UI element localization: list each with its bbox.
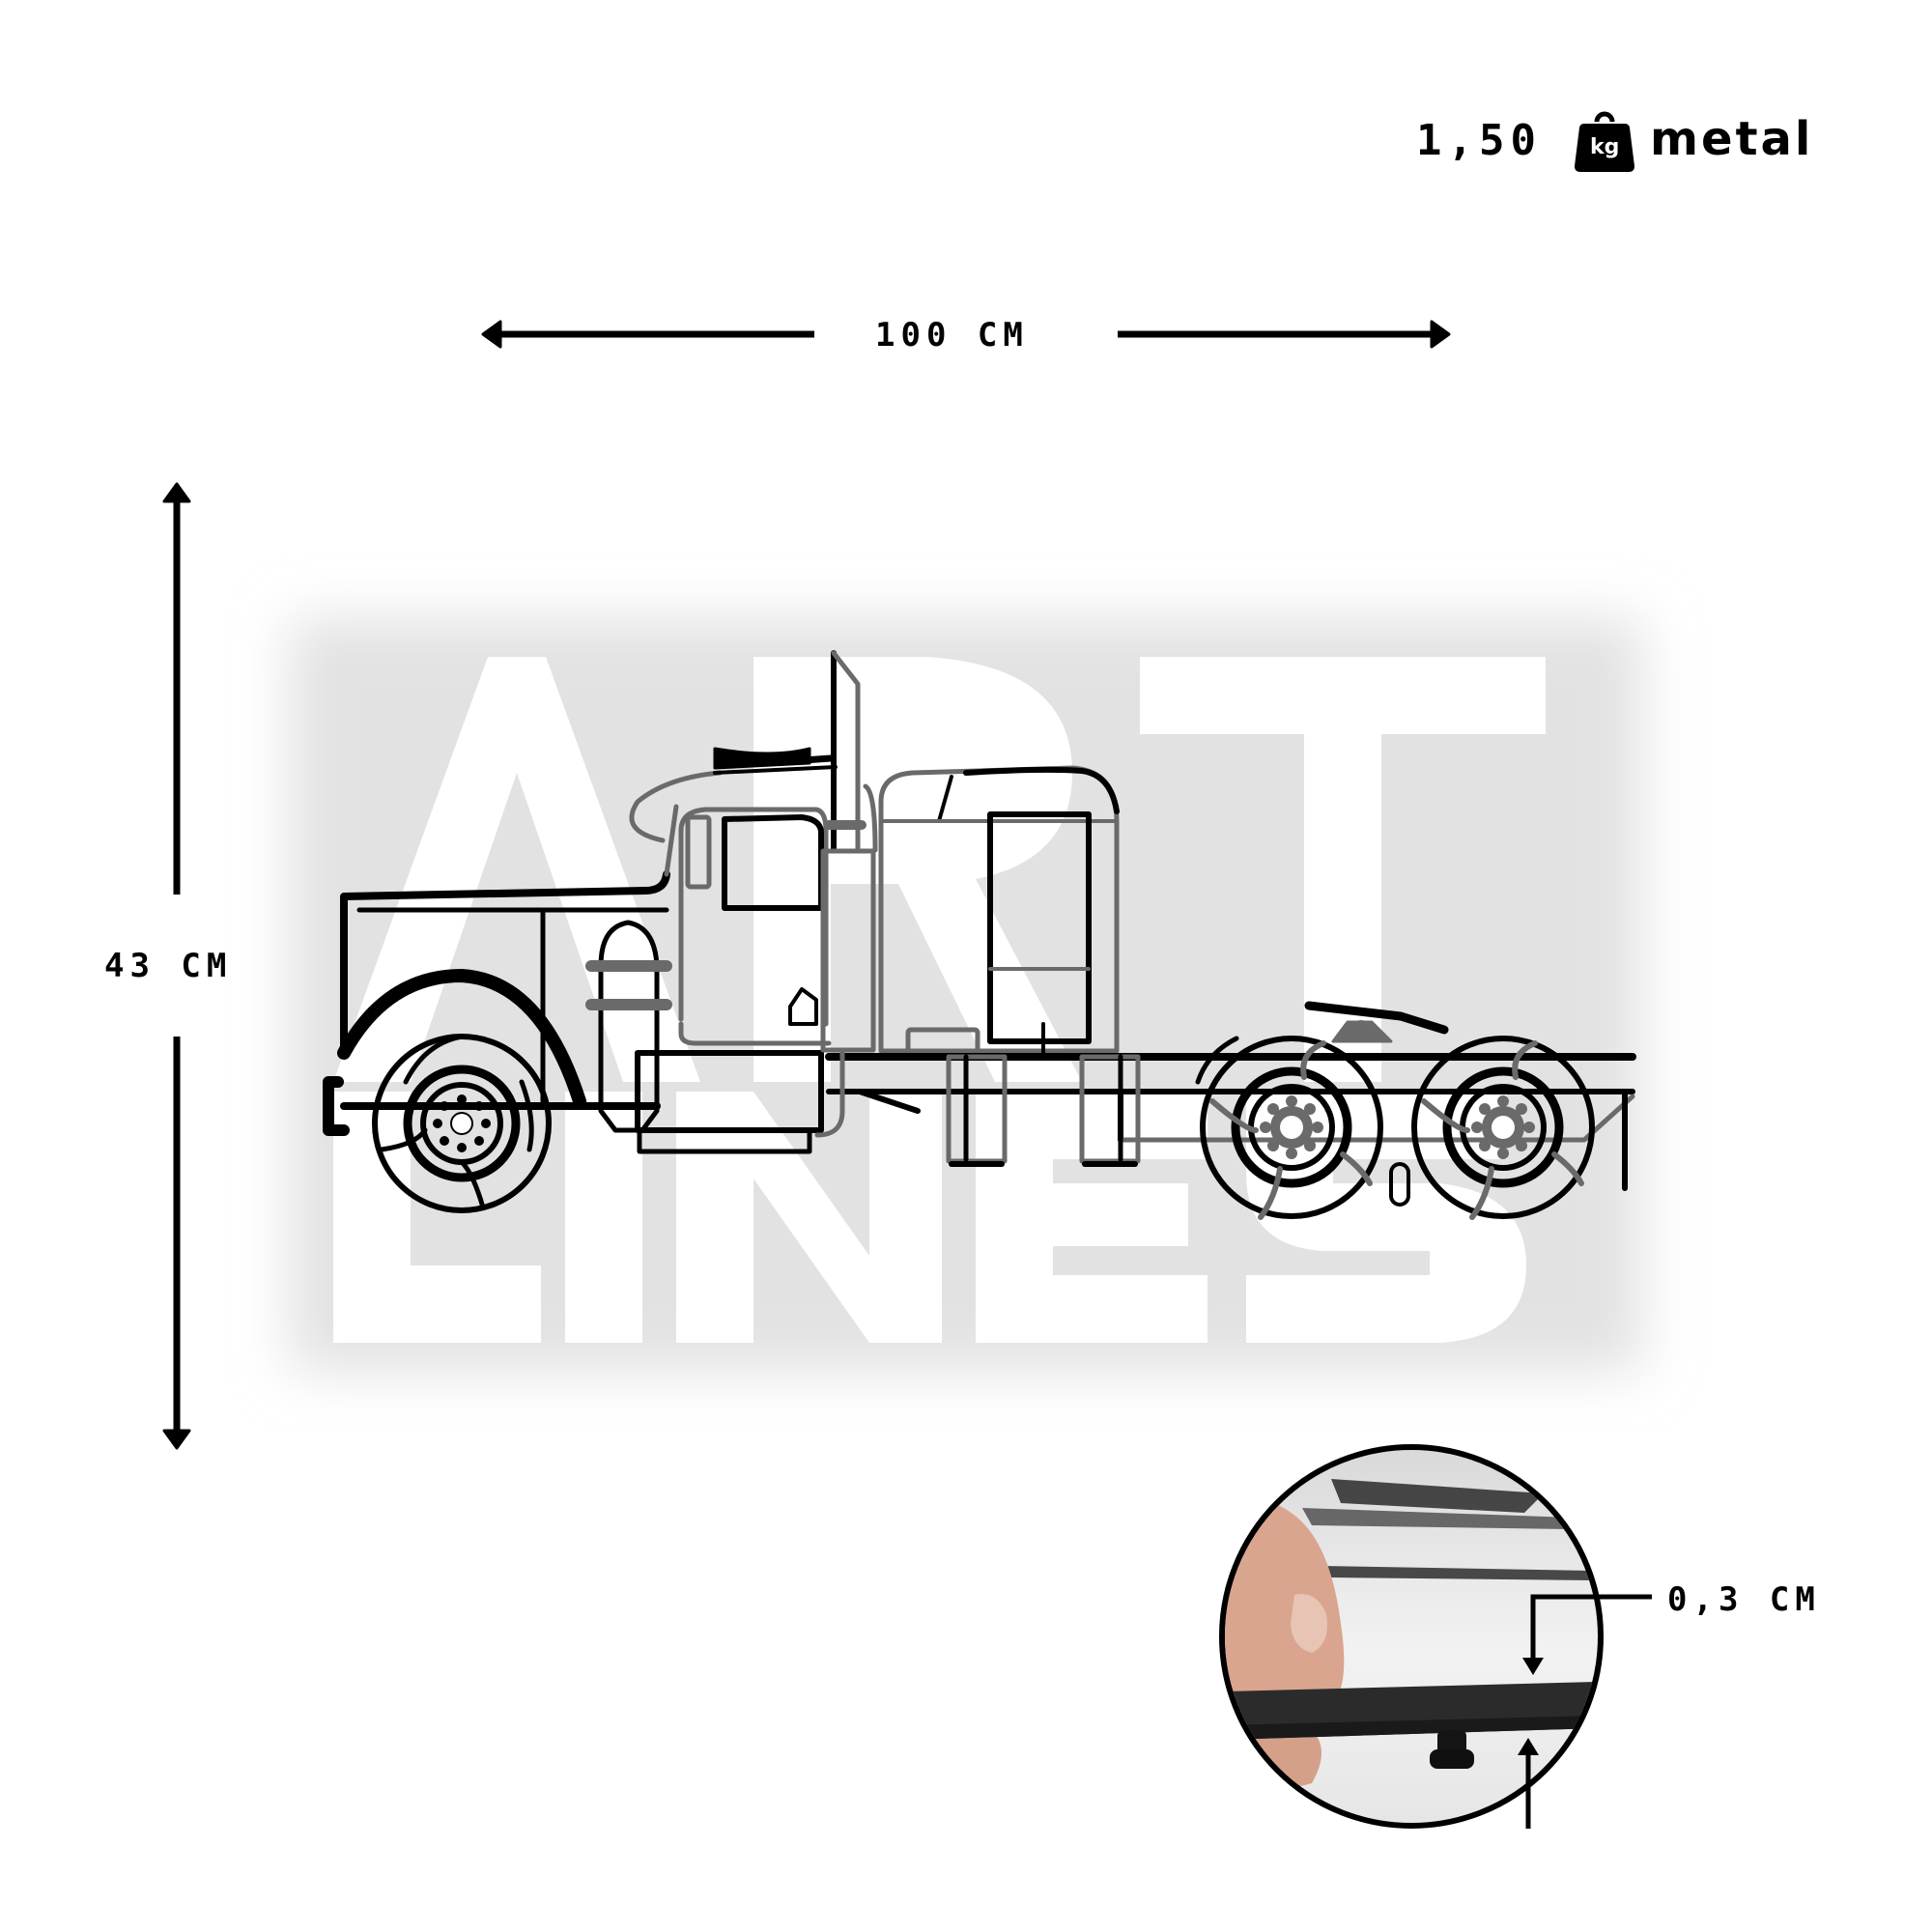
width-label: 100 CM xyxy=(875,316,1029,355)
material-label: metal xyxy=(1650,112,1814,166)
weight-value: 1,50 xyxy=(1416,116,1542,165)
detail-photo xyxy=(1219,1444,1604,1829)
detail-photo-art xyxy=(1225,1479,1598,1788)
watermark xyxy=(290,618,1642,1372)
front-wheel xyxy=(372,1034,552,1213)
rear-wheel-2 xyxy=(1411,1036,1595,1220)
thickness-label: 0,3 CM xyxy=(1667,1580,1821,1619)
kg-label: kg xyxy=(1590,135,1620,159)
kg-weight-icon-svg xyxy=(1575,111,1634,172)
truck-line-art xyxy=(323,650,1636,1207)
height-label: 43 CM xyxy=(104,947,233,985)
rear-wheel-1 xyxy=(1195,1036,1383,1220)
kg-weight-icon: kg xyxy=(1575,108,1634,172)
